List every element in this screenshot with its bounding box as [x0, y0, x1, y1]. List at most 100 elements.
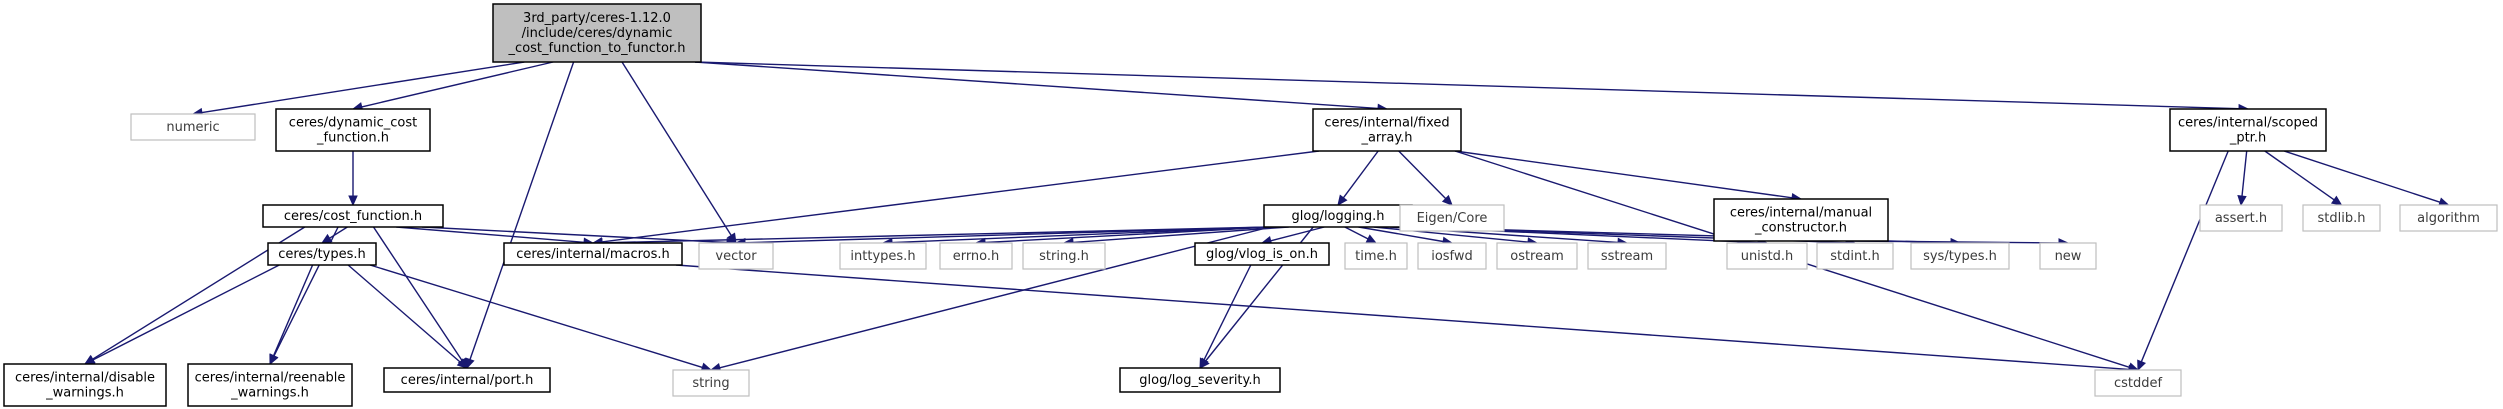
edge-fixed-to-eigen — [1398, 150, 1453, 206]
edge-arrowhead — [1441, 194, 1453, 206]
node-label-line: vector — [715, 249, 757, 264]
node-label-line: time.h — [1355, 249, 1397, 264]
node-box — [672, 369, 750, 397]
edge-arrowhead — [465, 357, 475, 370]
node-label-line: _array.h — [1360, 131, 1412, 146]
node-label-line: glog/logging.h — [1292, 209, 1385, 224]
node-scoped[interactable]: ceres/internal/scoped_ptr.h — [2169, 108, 2327, 152]
node-box — [130, 113, 256, 141]
node-sstream[interactable]: sstream — [1587, 242, 1667, 270]
node-time[interactable]: time.h — [1344, 242, 1408, 270]
node-fixed[interactable]: ceres/internal/fixed_array.h — [1312, 108, 1462, 152]
node-label-line: cstddef — [2114, 376, 2163, 391]
edge-line — [675, 264, 2130, 371]
node-disable[interactable]: ceres/internal/disable_warnings.h — [3, 363, 167, 407]
node-label-line: _ptr.h — [2229, 131, 2266, 146]
node-label-line: new — [2055, 249, 2082, 264]
edge-line — [891, 226, 1271, 244]
node-box — [187, 363, 353, 407]
edge-line — [347, 264, 461, 363]
edge-line — [1342, 150, 1379, 199]
node-stringh[interactable]: string.h — [1022, 242, 1106, 270]
edge-arrowhead — [269, 353, 279, 366]
edge-line — [396, 226, 585, 243]
node-unistd[interactable]: unistd.h — [1726, 242, 1808, 270]
node-label-line: unistd.h — [1741, 249, 1794, 264]
node-label-line: string.h — [1039, 249, 1089, 264]
node-numeric[interactable]: numeric — [130, 113, 256, 141]
node-box — [1194, 242, 1330, 266]
edge-types-to-reenable — [269, 264, 314, 366]
node-box — [1816, 242, 1894, 270]
node-box — [839, 242, 927, 270]
node-dyncost[interactable]: ceres/dynamic_cost_function.h — [275, 108, 431, 152]
edge-scoped-to-algorithm — [2283, 150, 2450, 207]
edge-macros-to-cstddef — [675, 264, 2140, 375]
node-box — [2302, 204, 2381, 232]
node-costfn[interactable]: ceres/cost_function.h — [262, 204, 444, 228]
edge-arrowhead — [1199, 357, 1209, 370]
node-assert[interactable]: assert.h — [2199, 204, 2283, 232]
node-inttypes[interactable]: inttypes.h — [839, 242, 927, 270]
edge-fixed-to-macros — [591, 150, 1320, 247]
edge-arrowhead — [348, 195, 358, 207]
node-types[interactable]: ceres/types.h — [267, 242, 377, 266]
node-vector[interactable]: vector — [698, 242, 774, 270]
node-port[interactable]: ceres/internal/port.h — [383, 367, 551, 393]
edge-glog-to-vlog — [1260, 226, 1325, 246]
edge-main-to-vector — [621, 61, 737, 245]
node-systypes[interactable]: sys/types.h — [1910, 242, 2010, 270]
node-errno[interactable]: errno.h — [939, 242, 1013, 270]
node-string[interactable]: string — [672, 369, 750, 397]
edge-line — [621, 61, 732, 236]
node-label-line: errno.h — [953, 249, 1000, 264]
node-algorithm[interactable]: algorithm — [2399, 204, 2498, 232]
node-label-line: inttypes.h — [850, 249, 915, 264]
edge-fixed-to-manual — [1454, 150, 1803, 203]
node-label-line: ceres/internal/reenable — [195, 371, 346, 386]
edge-line — [369, 264, 703, 369]
node-label-line: ceres/internal/manual — [1730, 206, 1872, 221]
edge-line — [2264, 150, 2335, 201]
node-label-line: stdlib.h — [2318, 211, 2366, 226]
edge-line — [469, 61, 575, 360]
edge-line — [694, 61, 2240, 110]
edge-line — [1270, 226, 1325, 242]
node-box — [503, 242, 683, 266]
edge-line — [361, 61, 554, 108]
edge-line — [1398, 150, 1447, 200]
node-label-line: ceres/internal/disable — [15, 371, 155, 386]
node-label-line: string — [692, 376, 729, 391]
edge-types-to-port — [347, 264, 468, 369]
node-label-line: _warnings.h — [45, 386, 124, 401]
node-label-line: 3rd_party/ceres-1.12.0 — [523, 11, 671, 26]
node-box — [262, 204, 444, 228]
node-iosfwd[interactable]: iosfwd — [1417, 242, 1487, 270]
node-glog[interactable]: glog/logging.h — [1263, 204, 1413, 228]
node-box — [1344, 242, 1408, 270]
node-reenable[interactable]: ceres/internal/reenable_warnings.h — [187, 363, 353, 407]
node-ostream[interactable]: ostream — [1496, 242, 1578, 270]
edge-line — [1203, 264, 1252, 361]
node-label-line: sys/types.h — [1923, 249, 1997, 264]
node-label-line: ceres/cost_function.h — [284, 209, 422, 224]
node-label-line: glog/log_severity.h — [1139, 373, 1261, 388]
node-macros[interactable]: ceres/internal/macros.h — [503, 242, 683, 266]
node-box — [1022, 242, 1106, 270]
node-box — [2039, 242, 2097, 270]
edge-line — [601, 226, 1271, 244]
node-label-line: ceres/internal/scoped — [2178, 116, 2318, 131]
node-logsev[interactable]: glog/log_severity.h — [1119, 367, 1281, 393]
node-cstddef[interactable]: cstddef — [2094, 369, 2182, 397]
node-stdint[interactable]: stdint.h — [1816, 242, 1894, 270]
node-box — [2399, 204, 2498, 232]
node-box — [3, 363, 167, 407]
node-vlog[interactable]: glog/vlog_is_on.h — [1194, 242, 1330, 266]
node-stdlib[interactable]: stdlib.h — [2302, 204, 2381, 232]
node-eigen[interactable]: Eigen/Core — [1399, 204, 1505, 232]
node-manual[interactable]: ceres/internal/manual_constructor.h — [1713, 198, 1889, 242]
node-label-line: ostream — [1510, 249, 1564, 264]
node-box — [1496, 242, 1578, 270]
node-new[interactable]: new — [2039, 242, 2097, 270]
edge-line — [694, 61, 1379, 110]
